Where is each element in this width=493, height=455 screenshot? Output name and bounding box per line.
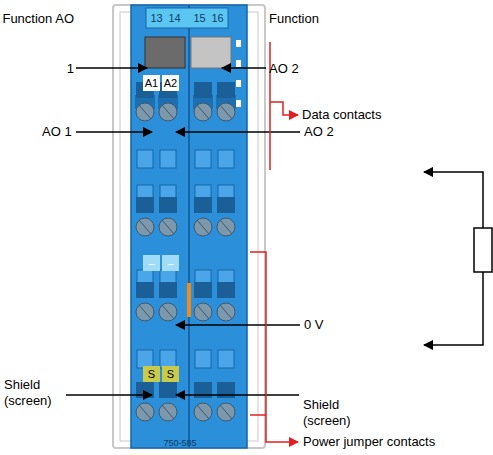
spring-clamp [217, 403, 235, 421]
callout-label: AO 2 [304, 124, 334, 139]
clamp-slot [162, 220, 174, 234]
callout-label: 0 V [304, 317, 324, 332]
clamp-opening [217, 197, 235, 213]
clamp-opening [217, 282, 235, 298]
spring-clamp [159, 218, 177, 236]
spring-clamp [217, 218, 235, 236]
module-marking: 750-585 [150, 435, 210, 451]
clamp-slot [139, 405, 151, 419]
clamp-slot [139, 105, 151, 119]
spring-clamp [159, 103, 177, 121]
clamp-slot [139, 305, 151, 319]
module-marking: S [143, 366, 160, 382]
spring-clamp [194, 303, 212, 321]
lane-slot [195, 150, 211, 168]
callout-label: Shield (screen) [4, 377, 64, 409]
callout-label: Function AO 1 [0, 0, 74, 94]
clamp-opening [159, 197, 177, 213]
module-body [131, 5, 247, 448]
spring-clamp [217, 303, 235, 321]
module-marking: 13 [148, 10, 165, 26]
clamp-slot [139, 220, 151, 234]
lane-slot [137, 150, 153, 168]
clamp-slot [220, 305, 232, 319]
leader-lines [66, 68, 300, 395]
lane-slot [160, 150, 176, 168]
lane-slot [218, 350, 234, 368]
spring-clamp [136, 303, 154, 321]
clamp-slot [220, 220, 232, 234]
spring-clamp [194, 103, 212, 121]
clamp-opening [194, 282, 212, 298]
clamp-opening [159, 382, 177, 398]
lane-slot [218, 150, 234, 168]
spring-clamp [136, 103, 154, 121]
module-marking: – [162, 255, 179, 271]
clamp-opening [136, 197, 154, 213]
clamp-opening [194, 82, 212, 98]
lane-slot [195, 350, 211, 368]
clamp-slot [162, 105, 174, 119]
clamp-opening [194, 197, 212, 213]
callout-label: Data contacts [302, 107, 382, 122]
module-marking: A2 [162, 75, 179, 91]
led-window [191, 37, 231, 68]
spring-clamp [159, 303, 177, 321]
spring-clamp [136, 403, 154, 421]
module-lanes [135, 82, 236, 421]
module-marking: A1 [143, 75, 160, 91]
led-window [145, 37, 185, 68]
clamp-slot [162, 405, 174, 419]
clamp-opening [217, 82, 235, 98]
clamp-slot [220, 405, 232, 419]
load-wiring [424, 172, 492, 345]
callout-label: Function AO 2 [269, 0, 333, 94]
callout-label: Shield (screen) [303, 397, 361, 429]
clamp-opening [136, 282, 154, 298]
callout-label: Power jumper contacts [303, 434, 435, 449]
spring-clamp [194, 218, 212, 236]
spring-clamp [194, 403, 212, 421]
channel-divider [188, 5, 190, 448]
spring-clamp [159, 403, 177, 421]
module-marking: 15 [191, 10, 208, 26]
clamp-slot [162, 305, 174, 319]
number-strip [146, 8, 228, 28]
clamp-slot [197, 405, 209, 419]
resistor-symbol [474, 228, 492, 272]
module-marking: S [162, 366, 179, 382]
spring-clamp [217, 103, 235, 121]
power-jumper [187, 283, 191, 317]
module-marking: 14 [166, 10, 183, 26]
housing-frame [113, 5, 265, 448]
module-marking: 16 [209, 10, 226, 26]
clamp-slot [197, 105, 209, 119]
clamp-slot [197, 220, 209, 234]
data-contact-pads [236, 40, 241, 107]
callout-label: AO 1 [42, 124, 72, 139]
contact-brackets [250, 42, 298, 442]
clamp-slot [197, 305, 209, 319]
spring-clamp [136, 218, 154, 236]
clamp-slot [220, 105, 232, 119]
module-marking: – [143, 255, 160, 271]
clamp-opening [159, 282, 177, 298]
